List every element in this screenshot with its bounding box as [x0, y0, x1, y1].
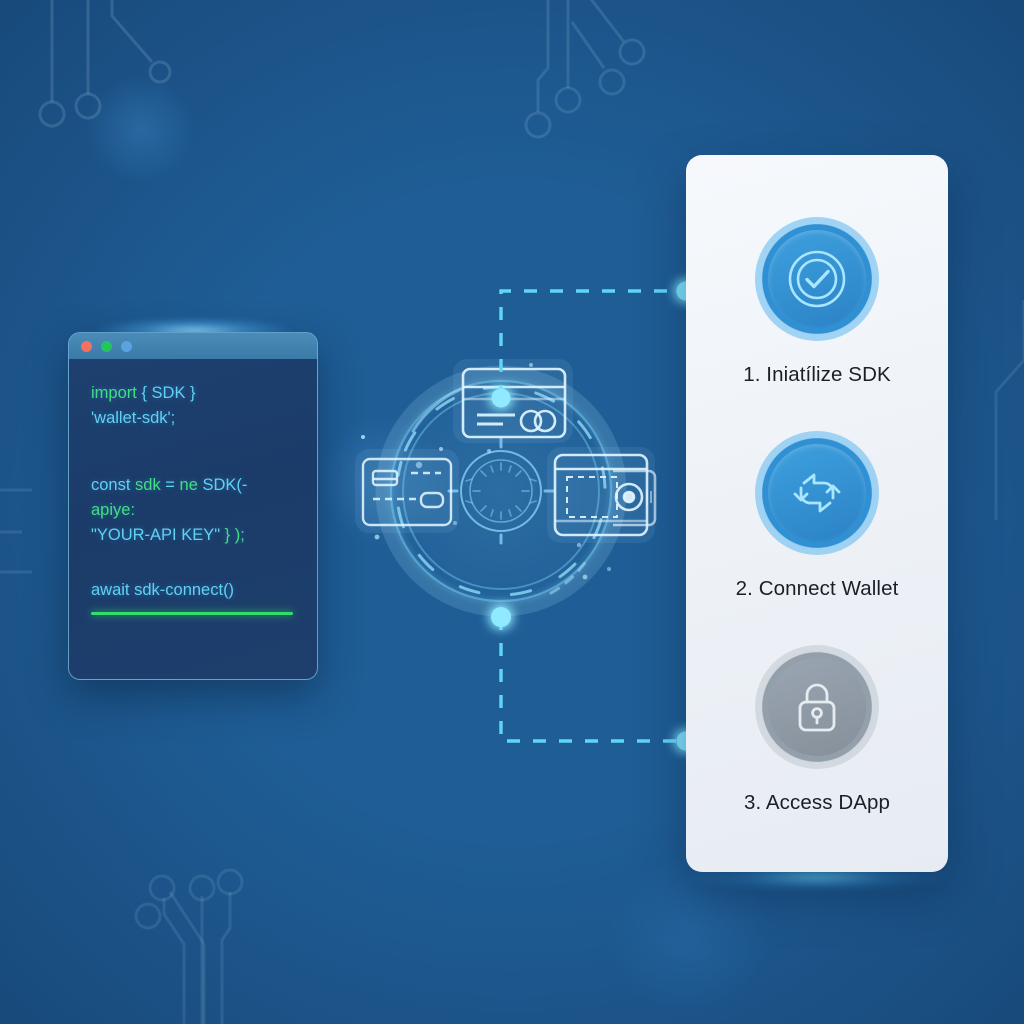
check-circle-icon	[788, 250, 846, 308]
step-1-badge	[755, 217, 879, 341]
code-line: const sdk = ne SDK(-	[91, 473, 299, 498]
step-2-badge	[755, 431, 879, 555]
step-item-access-dapp[interactable]: 3. Access DApp	[686, 645, 948, 815]
code-line: await sdk-connect()	[91, 578, 299, 603]
code-token: const	[91, 476, 136, 494]
code-window-frame: import { SDK } 'wallet-sdk'; const sdk =…	[68, 332, 318, 680]
code-token: =	[165, 476, 180, 494]
close-dot[interactable]	[81, 340, 92, 352]
code-token: { SDK }	[141, 384, 196, 402]
code-token: apiye:	[91, 501, 136, 519]
code-token: "YOUR-API KEY"	[91, 526, 221, 544]
maximize-dot[interactable]	[121, 340, 132, 352]
wallet-connection-hub	[355, 359, 657, 619]
steps-panel: 1. Iniatílize SDK 2. Connect Wallet	[686, 155, 948, 872]
code-token: sdk	[135, 476, 166, 494]
step-3-label: 3. Access DApp	[743, 791, 891, 814]
code-accent-underline	[91, 612, 293, 615]
code-token: SDK(-	[202, 476, 248, 494]
code-token: 'wallet-sdk';	[91, 409, 176, 427]
sync-arrows-icon	[793, 473, 841, 513]
credit-card-icon-top	[453, 359, 573, 443]
code-line: import { SDK }	[91, 381, 299, 406]
wallet-icon-right	[547, 447, 657, 543]
code-editor-window: import { SDK } 'wallet-sdk'; const sdk =…	[68, 318, 318, 680]
credit-card-icon-left	[355, 449, 459, 533]
step-1-label: 1. Iniatílize SDK	[743, 363, 891, 386]
step-2-label: 2. Connect Wallet	[735, 577, 899, 600]
code-content: import { SDK } 'wallet-sdk'; const sdk =…	[69, 359, 317, 679]
step-3-badge	[755, 645, 879, 769]
code-token: import	[91, 384, 142, 402]
code-token: await sdk-connect()	[91, 581, 235, 599]
lock-icon	[798, 683, 836, 732]
step-item-initialize-sdk[interactable]: 1. Iniatílize SDK	[686, 217, 948, 387]
code-line: apiye:	[91, 498, 299, 523]
minimize-dot[interactable]	[101, 340, 112, 352]
code-line: "YOUR-API KEY" } );	[91, 523, 299, 548]
code-token: ne	[179, 476, 203, 494]
code-line: 'wallet-sdk';	[91, 406, 299, 431]
code-window-titlebar	[69, 333, 317, 359]
step-item-connect-wallet[interactable]: 2. Connect Wallet	[686, 431, 948, 601]
code-token: } );	[220, 526, 245, 544]
